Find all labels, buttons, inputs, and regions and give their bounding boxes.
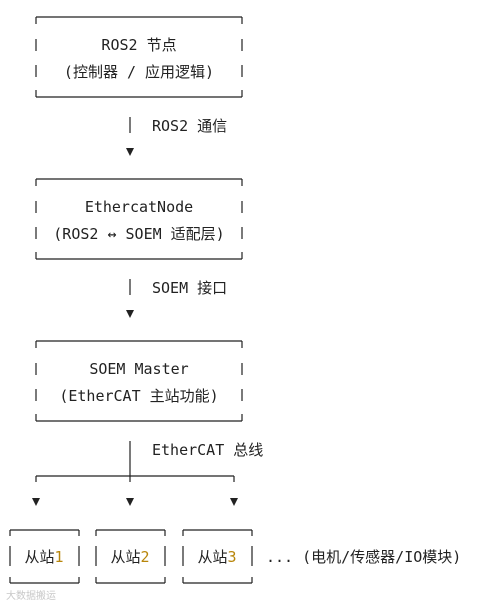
- slave-number: 3: [227, 548, 237, 566]
- watermark-text: 大数据搬运: [6, 591, 56, 602]
- slave-number: 1: [54, 548, 64, 566]
- edge-label-soem-interface: SOEM 接口: [152, 279, 228, 297]
- slave-node-3: 从站3: [197, 548, 236, 566]
- ethercat-node-title: EthercatNode: [84, 198, 194, 216]
- ethercat-node-subtitle: (ROS2 ↔ SOEM 适配层): [53, 225, 225, 243]
- ros2-node-subtitle: (控制器 / 应用逻辑): [63, 63, 215, 81]
- soem-master-subtitle: (EtherCAT 主站功能): [59, 387, 219, 405]
- arrow-down-icon: [126, 310, 134, 318]
- arrow-down-icon: [126, 148, 134, 156]
- slave-node-1: 从站1: [24, 548, 63, 566]
- slave-number: 2: [140, 548, 150, 566]
- slave-label: 从站: [24, 548, 55, 566]
- edge-label-ethercat-bus: EtherCAT 总线: [152, 441, 264, 459]
- slave-label: 从站: [110, 548, 141, 566]
- soem-master-title: SOEM Master: [89, 360, 189, 378]
- arrow-down-icon: [32, 498, 40, 506]
- slave-node-2: 从站2: [110, 548, 149, 566]
- arrow-down-icon: [230, 498, 238, 506]
- edge-label-ros2-communication: ROS2 通信: [152, 117, 228, 135]
- slave-label: 从站: [197, 548, 228, 566]
- ros2-node-title: ROS2 节点: [101, 36, 177, 54]
- slaves-note: ... (电机/传感器/IO模块): [266, 548, 462, 566]
- arrow-down-icon: [126, 498, 134, 506]
